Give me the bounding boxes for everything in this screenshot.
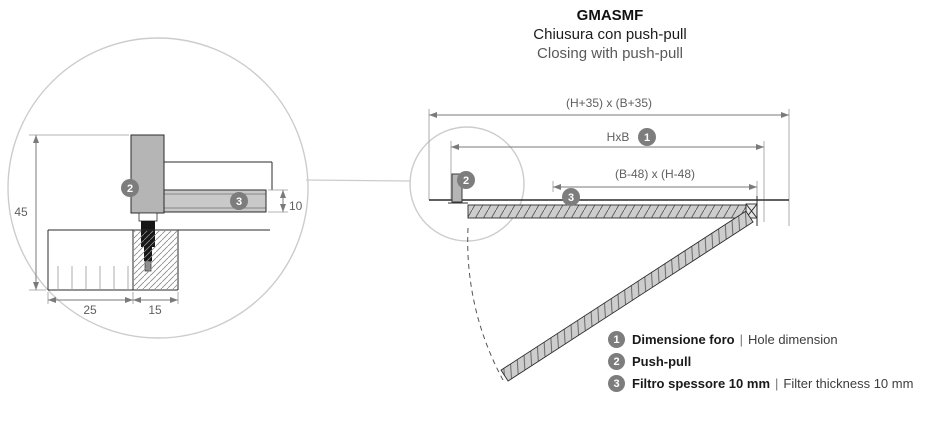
frame-hatch [134,231,177,289]
detail-view: 45 25 15 10 2 3 [7,37,412,339]
svg-text:2: 2 [463,175,469,187]
swing-arc [467,227,504,381]
main-badge-push-pull: 2 [457,171,475,189]
dim15-label: 15 [148,303,162,317]
dim-outer-label: (H+35) x (B+35) [566,96,652,110]
dim25-label: 25 [83,303,97,317]
detail-zoom-circle [7,37,309,339]
filter-closed [467,204,749,219]
svg-text:3: 3 [568,192,574,204]
main-zoom-indicator-circle [409,126,525,242]
filter-open [500,210,754,382]
legend-badge-1: 1 [608,331,625,348]
dim45-label: 45 [14,205,28,219]
legend-label-it: Push-pull [632,354,692,369]
detail-badge-push-pull: 2 [121,179,139,197]
legend-label-en: Hole dimension [747,332,838,347]
main-badge-hole-dimension: 1 [638,128,656,146]
legend-item-push-pull: 2 Push-pull [608,353,913,370]
legend-label-it: Filtro spessore 10 mm [632,376,770,391]
dim-filter-label: (B-48) x (H-48) [615,167,695,181]
subtitle-english: Closing with push-pull [537,45,683,62]
legend-separator: | [739,332,743,347]
push-pull-collar [138,212,158,222]
push-pull-knob [130,134,165,214]
legend-badge-3: 3 [608,375,625,392]
legend-item-hole-dimension: 1 Dimensione foro | Hole dimension [608,331,913,348]
legend-separator: | [775,376,779,391]
filter-section [163,189,267,213]
subtitle-italian: Chiusura con push-pull [533,26,687,43]
svg-text:3: 3 [236,196,242,208]
legend-badge-2: 2 [608,353,625,370]
page-title: GMASMF [576,7,644,24]
svg-text:2: 2 [127,183,133,195]
detail-badge-filter: 3 [230,192,248,210]
dim10-label: 10 [289,199,303,213]
main-view: (H+35) x (B+35) HxB 1 (B-48) x (H-48) [409,96,790,382]
legend-label-it: Dimensione foro [632,332,735,347]
wall-section-ticks [57,266,129,290]
detail-connector-line [305,179,412,182]
title-block: GMASMF Chiusura con push-pull Closing wi… [430,6,790,63]
svg-text:1: 1 [644,132,650,144]
main-badge-filter: 3 [562,188,580,206]
legend-item-filter-thickness: 3 Filtro spessore 10 mm | Filter thickne… [608,375,913,392]
legend-label-en: Filter thickness 10 mm [783,376,914,391]
dim-hole-label: HxB [607,130,630,144]
legend: 1 Dimensione foro | Hole dimension 2 Pus… [608,331,913,397]
